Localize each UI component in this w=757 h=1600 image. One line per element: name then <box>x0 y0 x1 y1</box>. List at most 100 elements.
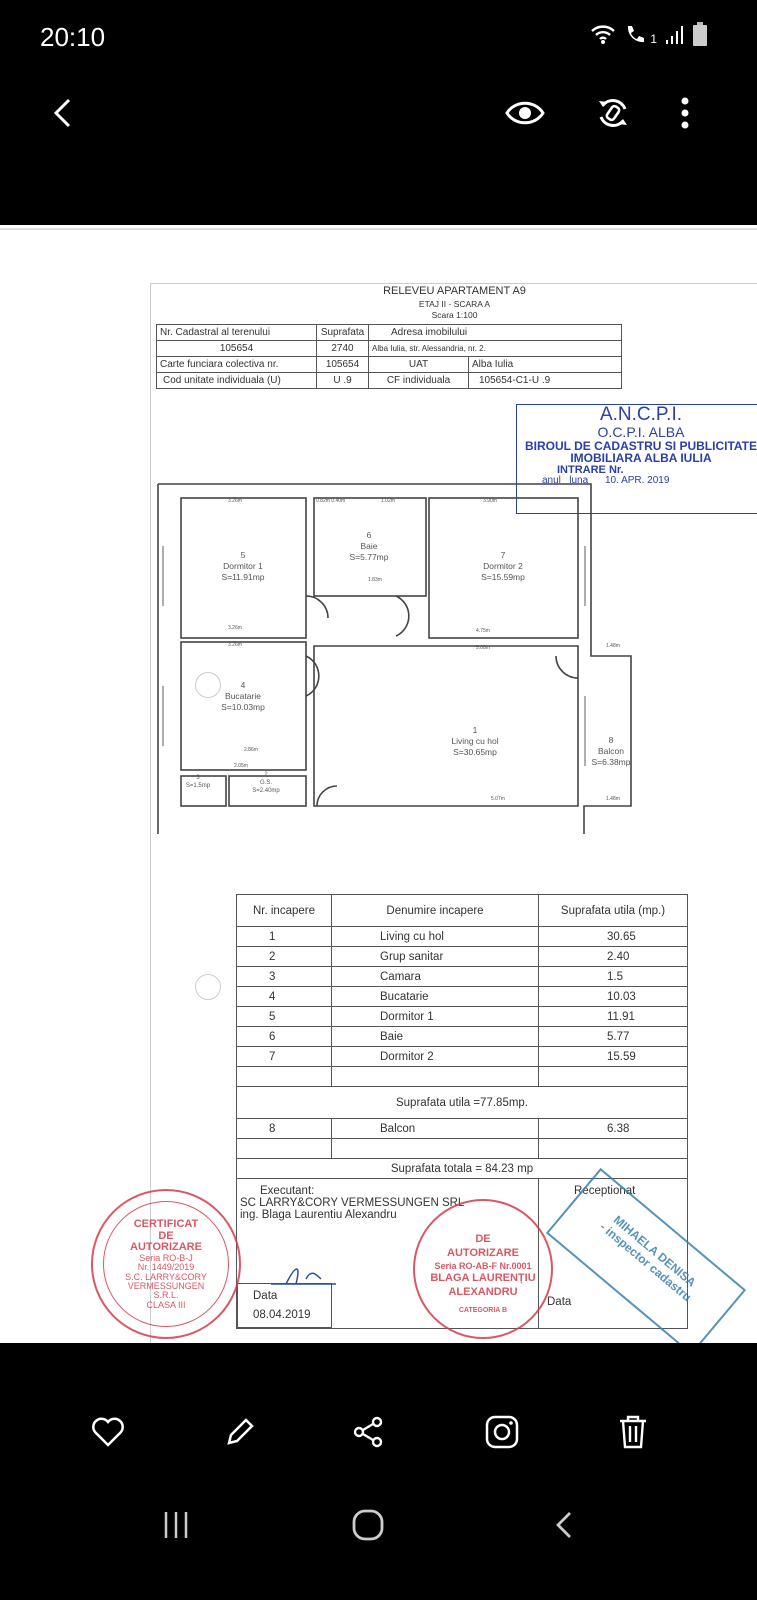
edit-pencil-icon[interactable] <box>218 1410 262 1454</box>
dimension-label: 3.90m <box>483 498 497 504</box>
cell: Balcon <box>331 1118 539 1139</box>
cell: 3 <box>236 966 332 987</box>
delete-trash-icon[interactable] <box>611 1410 655 1454</box>
rotate-icon[interactable] <box>588 88 638 138</box>
cell: 5 <box>236 1006 332 1027</box>
room-area: S=10.03mp <box>221 702 265 713</box>
useful-area-total: Suprafata utila =77.85mp. <box>236 1086 688 1119</box>
more-vertical-icon[interactable] <box>660 88 710 138</box>
stamp-text: S.C. LARRY&CORY <box>125 1271 207 1282</box>
heart-icon[interactable] <box>86 1410 130 1454</box>
cell: Living cu hol <box>331 926 539 947</box>
punch-hole <box>195 672 221 698</box>
date-label: Data <box>547 1296 572 1308</box>
room-name: Bucatarie <box>225 691 261 702</box>
executant-label: Executant: <box>260 1185 315 1197</box>
battery-icon <box>693 22 707 46</box>
stamp-text: CERTIFICAT <box>133 1218 199 1230</box>
stamp-text: INTRARE Nr. <box>557 463 624 476</box>
eye-icon[interactable] <box>500 88 550 138</box>
cell: Bucatarie <box>331 986 539 1007</box>
back-icon[interactable] <box>542 1505 586 1545</box>
stamp-text: anul <box>542 475 561 487</box>
document-scale: Scara 1:100 <box>431 310 478 320</box>
cell: 105654 <box>316 356 369 373</box>
column-header: Denumire incapere <box>331 894 539 927</box>
image-viewer[interactable]: RELEVEU APARTAMENT A9 ETAJ II - SCARA A … <box>0 225 757 1343</box>
grand-total: Suprafata totala = 84.23 mp <box>236 1158 688 1179</box>
dimension-label: 3.26m <box>228 642 242 648</box>
stamp-text: AUTORIZARE <box>447 1246 519 1259</box>
home-icon[interactable] <box>346 1505 390 1545</box>
stamp-text: luna <box>569 475 589 487</box>
dimension-label: 2.05m <box>234 763 248 769</box>
stamp-text: S.R.L. <box>153 1290 179 1301</box>
dimension-label: 0.82m 0.40m <box>316 498 346 504</box>
room-area: S=11.91mp <box>221 572 265 583</box>
room-area: S=2.40mp <box>252 787 280 794</box>
divider <box>0 228 757 230</box>
floor-plan <box>157 483 632 834</box>
receptionat-label: Receptionat <box>574 1185 636 1197</box>
document-subtitle: ETAJ II - SCARA A <box>418 299 491 309</box>
stamp-text: DE <box>475 1233 491 1245</box>
sim-slot: 1 <box>650 32 657 46</box>
cell: 2.40 <box>538 946 688 967</box>
room-num: 7 <box>500 550 506 560</box>
cell: 8 <box>236 1118 332 1139</box>
share-icon[interactable] <box>346 1410 390 1454</box>
cell: U .9 <box>316 372 369 389</box>
instagram-icon[interactable] <box>480 1410 524 1454</box>
stamp-text: BIROUL DE CADASTRU SI PUBLICITATE <box>524 438 757 453</box>
recent-apps-icon[interactable] <box>154 1505 198 1545</box>
cell: 4 <box>236 986 332 1007</box>
room-name: Living cu hol <box>451 736 499 747</box>
room-name: Balcon <box>598 746 624 757</box>
room-num: 2 <box>264 772 268 778</box>
room-name: G.S. <box>259 779 272 786</box>
executant-company: SC LARRY&CORY VERMESSUNGEN SRL <box>240 1197 465 1209</box>
wifi-icon <box>591 25 616 44</box>
signal-icon <box>666 26 683 44</box>
cell: 30.65 <box>538 926 688 947</box>
stamp-text: DE <box>158 1229 174 1242</box>
stamp-date: 10. APR. 2019 <box>604 475 670 487</box>
top-app-bar: 20:10 1 <box>0 0 757 225</box>
cell: 105654-C1-U .9 <box>468 372 622 389</box>
cell: Cod unitate individuala (U) <box>156 372 317 389</box>
date-value: 08.04.2019 <box>253 1308 311 1321</box>
stamp-text: Seria RO-B-J <box>139 1252 193 1263</box>
room-name: Dormitor 1 <box>223 561 263 572</box>
back-arrow-icon[interactable] <box>38 88 88 138</box>
status-icons: 1 <box>590 22 707 46</box>
cell: Dormitor 2 <box>331 1046 539 1067</box>
cell: 5.77 <box>538 1026 688 1047</box>
dimension-label: 1.02m <box>381 498 395 504</box>
cell: 10.03 <box>538 986 688 1007</box>
column-header: Nr. incapere <box>236 894 332 927</box>
punch-hole <box>195 974 221 1000</box>
ancpi-stamp: A.N.C.P.I. O.C.P.I. ALBA BIROUL DE CADAS… <box>516 404 757 514</box>
cell: UAT <box>368 356 469 373</box>
room-num: 1 <box>472 725 478 735</box>
dimension-label: 3.26m <box>228 498 242 504</box>
status-time: 20:10 <box>40 22 106 52</box>
cell: Nr. Cadastral al terenului <box>156 324 317 341</box>
room-num: 5 <box>240 550 246 560</box>
bottom-toolbar <box>0 1343 757 1600</box>
room-num: 8 <box>608 735 614 745</box>
document-page: RELEVEU APARTAMENT A9 ETAJ II - SCARA A … <box>91 283 757 1343</box>
document-title: RELEVEU APARTAMENT A9 <box>383 285 526 297</box>
cell: 105654 <box>156 340 317 357</box>
cell: 6 <box>236 1026 332 1047</box>
